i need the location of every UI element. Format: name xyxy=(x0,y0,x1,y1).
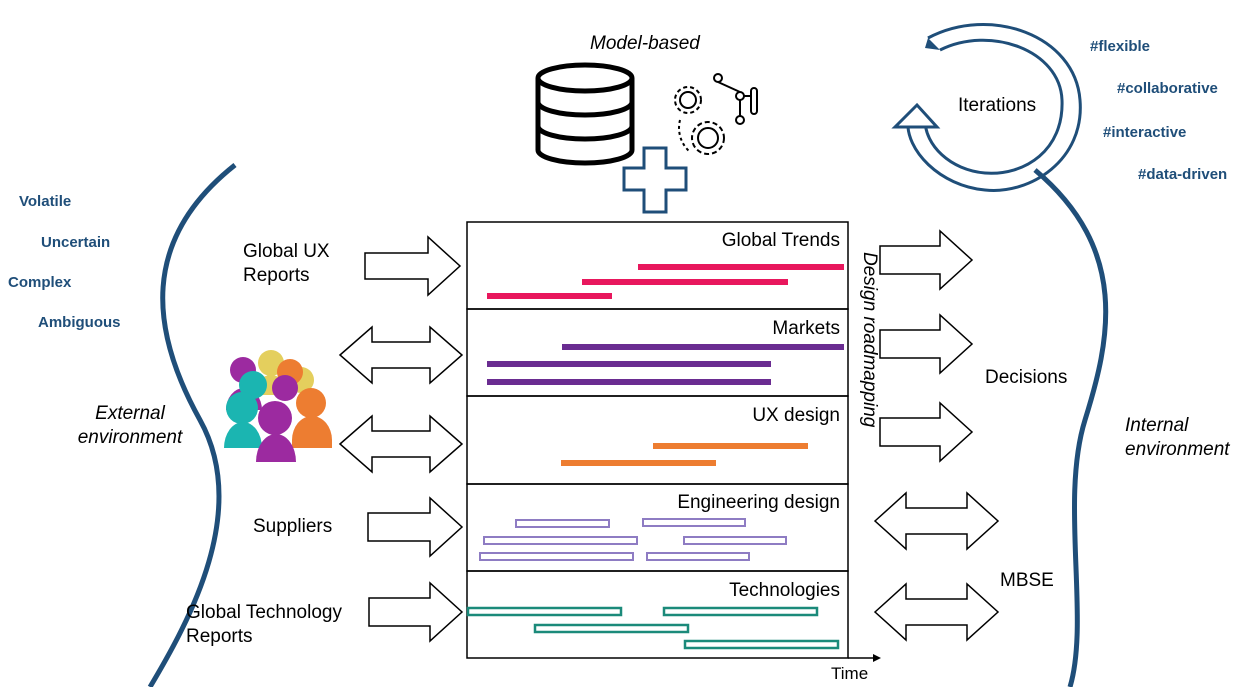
vuca-ambiguous: Ambiguous xyxy=(38,314,121,331)
roadmap-bar xyxy=(646,552,750,561)
tag-flexible: #flexible xyxy=(1090,38,1151,55)
roadmap-bar xyxy=(683,639,840,650)
global-technology-reports-label: Global Technology Reports xyxy=(186,602,342,647)
roadmap-bar xyxy=(483,536,638,545)
external-boundary-curve xyxy=(147,163,237,687)
arrow-markets-both xyxy=(338,325,464,385)
mbse-arrows xyxy=(873,491,1000,642)
roadmap-bar xyxy=(466,606,623,617)
database-icon xyxy=(535,62,635,166)
people-group-icon xyxy=(224,350,332,462)
double-arrows-left xyxy=(338,325,464,474)
suppliers-label: Suppliers xyxy=(253,516,333,537)
internal-environment-label: Internal environment xyxy=(1125,415,1230,460)
vuca-complex: Complex xyxy=(8,274,72,291)
time-axis-label: Time xyxy=(831,664,869,683)
roadmap-bar xyxy=(533,623,690,634)
roadmap-lanes xyxy=(466,221,849,659)
roadmap-bar xyxy=(479,552,634,561)
time-axis xyxy=(848,654,881,662)
cycle-arrow-icon xyxy=(891,23,1082,192)
roadmap-bar xyxy=(642,518,746,527)
internal-boundary-curve xyxy=(1033,168,1109,687)
gears-network-icon xyxy=(674,73,758,155)
lane-title-technologies: Technologies xyxy=(729,580,840,601)
plus-icon xyxy=(622,146,688,214)
external-environment-label: External environment xyxy=(77,403,183,448)
arrow-suppliers-in xyxy=(367,496,464,558)
global-trends-bars xyxy=(487,264,844,299)
markets-bars xyxy=(487,344,844,385)
ux-design-bars xyxy=(561,443,808,466)
decisions-label: Decisions xyxy=(985,367,1068,388)
input-arrows xyxy=(364,235,464,643)
arrow-ux-both xyxy=(338,414,464,474)
vuca-uncertain: Uncertain xyxy=(41,234,111,251)
design-roadmapping-title: Design roadmapping xyxy=(859,252,880,428)
roadmap-bar xyxy=(683,536,787,545)
model-based-label: Model-based xyxy=(590,33,700,54)
iterations-label: Iterations xyxy=(958,95,1037,116)
tag-data-driven: #data-driven xyxy=(1138,166,1228,183)
lane-title-engineering-design: Engineering design xyxy=(677,492,840,513)
arrow-global-ux-in xyxy=(364,235,462,297)
global-ux-reports-label: Global UX Reports xyxy=(243,241,330,286)
lane-title-markets: Markets xyxy=(772,318,840,339)
roadmap-bar xyxy=(515,519,610,528)
lane-title-global-trends: Global Trends xyxy=(721,230,840,251)
vuca-volatile: Volatile xyxy=(19,193,72,210)
tag-collaborative: #collaborative xyxy=(1117,80,1218,97)
tag-interactive: #interactive xyxy=(1103,124,1187,141)
output-arrows xyxy=(879,229,974,463)
mbse-label: MBSE xyxy=(1000,570,1054,591)
technologies-bars xyxy=(466,606,840,650)
lane-title-ux-design: UX design xyxy=(752,405,840,426)
engineering-design-bars xyxy=(479,518,787,561)
arrow-tech-in xyxy=(368,581,464,643)
roadmap-bar xyxy=(662,606,819,617)
